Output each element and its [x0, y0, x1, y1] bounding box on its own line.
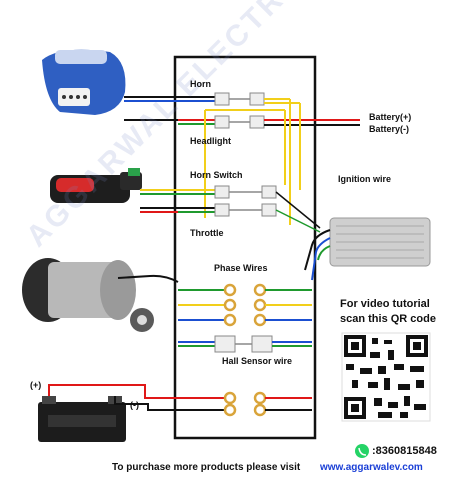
controller-icon — [329, 217, 431, 267]
label-phase-wires: Phase Wires — [214, 263, 268, 273]
label-horn: Horn — [190, 79, 211, 89]
contact-phone: :8360815848 — [372, 445, 437, 457]
battery-icon — [38, 396, 126, 442]
label-battery-plus: (+) — [30, 380, 42, 390]
label-battery-positive: Battery(+) — [369, 112, 412, 122]
footer-text: To purchase more products please visit — [112, 462, 301, 473]
label-battery-negative: Battery(-) — [369, 124, 410, 134]
junction-box — [173, 55, 317, 440]
tutorial-line-2: scan this QR code — [340, 313, 436, 325]
footer-website-link[interactable]: www.aggarwalev.com — [320, 462, 423, 473]
label-hall-sensor: Hall Sensor wire — [222, 356, 293, 366]
label-throttle: Throttle — [190, 228, 224, 238]
label-battery-minus: (-) — [130, 400, 139, 410]
qr-code-icon — [341, 332, 431, 422]
motor-icon — [22, 258, 154, 332]
label-ignition-wire: Ignition wire — [338, 174, 391, 184]
label-horn-switch: Horn Switch — [190, 170, 243, 180]
headlight-icon — [42, 49, 126, 115]
tutorial-line-1: For video tutorial — [340, 298, 430, 310]
whatsapp-icon — [355, 444, 369, 458]
label-headlight: Headlight — [190, 136, 232, 146]
throttle-icon — [50, 168, 142, 203]
